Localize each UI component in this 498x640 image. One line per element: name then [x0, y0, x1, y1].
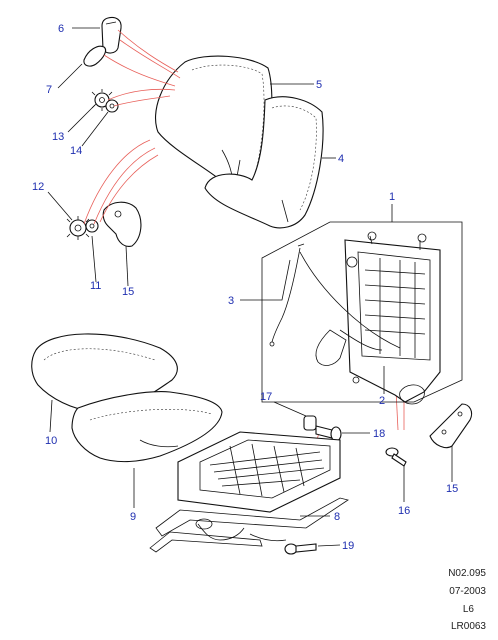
footer-model: L6	[462, 604, 474, 615]
footer-date: 07-2003	[449, 586, 486, 597]
gear-washer-12	[66, 216, 90, 240]
callout-7: 7	[46, 84, 52, 96]
runner-bolt	[284, 543, 317, 555]
lower-bolt	[385, 447, 407, 467]
callout-16: 16	[398, 505, 410, 517]
callout-6: 6	[58, 23, 64, 35]
frame-group-outline	[261, 221, 463, 403]
pivot-bolt	[315, 425, 342, 442]
side-bracket-upper	[102, 201, 142, 247]
callout-5: 5	[316, 79, 322, 91]
callout-9: 9	[130, 511, 136, 523]
callout-14: 14	[70, 145, 82, 157]
attachment-red-lines	[83, 29, 405, 456]
callout-11: 11	[90, 280, 101, 292]
callout-2: 2	[379, 395, 385, 407]
callout-12: 12	[32, 181, 44, 193]
callout-15-upper: 15	[122, 286, 134, 298]
backrest-frame	[315, 231, 441, 405]
callout-15-lower: 15	[446, 483, 458, 495]
seat-cushion-base	[71, 391, 223, 463]
backrest-cover-rear	[204, 96, 324, 229]
bushing	[303, 415, 317, 431]
callout-labels: 6 7 13 14 12 11 15 5 4 1 3 2 10 9 15 16 …	[32, 23, 458, 552]
recliner-knob	[101, 16, 122, 54]
callout-17: 17	[260, 391, 272, 403]
star-washer-14	[105, 99, 119, 113]
side-trim-plate	[429, 403, 473, 449]
release-cable	[269, 243, 401, 349]
callout-1: 1	[389, 191, 395, 203]
callout-4: 4	[338, 153, 344, 165]
callout-10: 10	[45, 435, 57, 447]
footer-ref: LR0063	[450, 621, 486, 632]
backrest-cover-front	[154, 55, 273, 190]
callout-3: 3	[228, 295, 234, 307]
gear-washer-11	[85, 219, 99, 233]
callout-18: 18	[373, 428, 385, 440]
callout-leaders	[47, 27, 453, 547]
callout-13: 13	[52, 131, 64, 143]
footer-code: N02.095	[448, 568, 486, 579]
callout-8: 8	[334, 511, 340, 523]
knob-cap	[83, 45, 107, 67]
seat-frame-runner	[149, 431, 349, 553]
callout-19: 19	[342, 540, 354, 552]
